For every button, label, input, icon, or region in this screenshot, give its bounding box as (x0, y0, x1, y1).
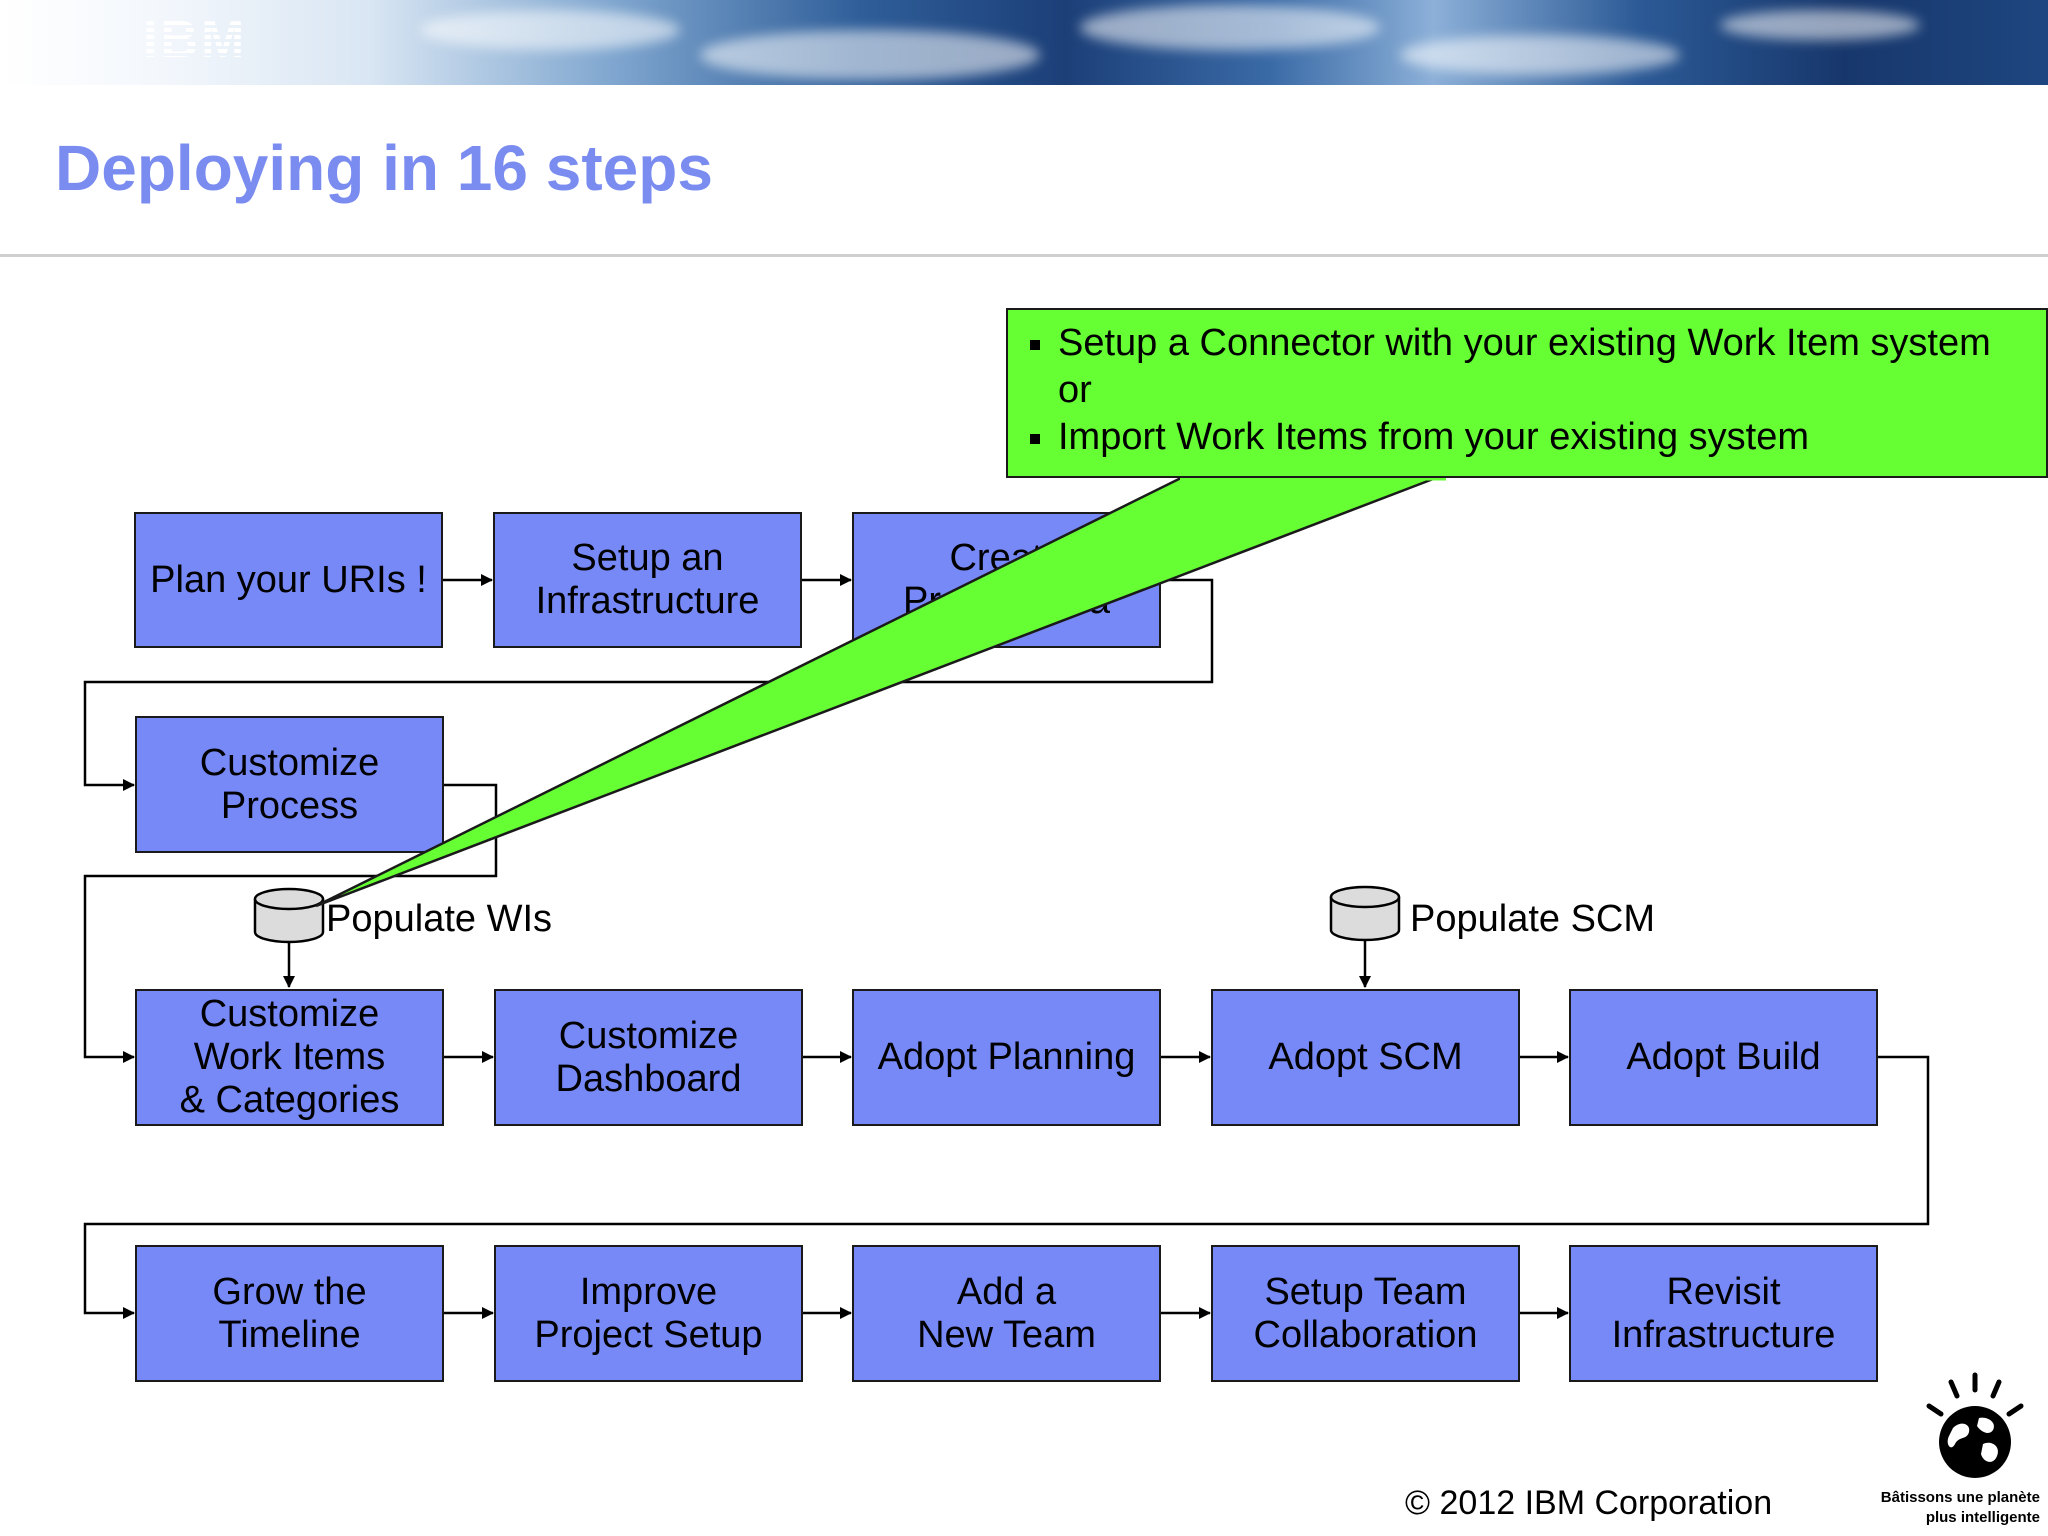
callout-box: Setup a Connector with your existing Wor… (1006, 308, 2048, 478)
step-adopt-planning: Adopt Planning (852, 989, 1161, 1126)
title-divider (0, 254, 2048, 257)
header-banner: IBM (0, 0, 2048, 85)
step-add-new-team: Add a New Team (852, 1245, 1161, 1382)
copyright: © 2012 IBM Corporation (1405, 1484, 1773, 1522)
callout-bullet-list: Setup a Connector with your existing Wor… (1028, 320, 2026, 461)
step-create-project-area: Create Project Area (852, 512, 1161, 648)
step-customize-dashboard: Customize Dashboard (494, 989, 803, 1126)
step-adopt-build: Adopt Build (1569, 989, 1878, 1126)
step-customize-process: Customize Process (135, 716, 444, 853)
globe-icon (1926, 1372, 2024, 1478)
step-customize-work-items: Customize Work Items & Categories (135, 989, 444, 1126)
database-icon-scm (1329, 885, 1401, 942)
callout-bullet: Import Work Items from your existing sys… (1028, 414, 2026, 461)
populate-scm-label: Populate SCM (1410, 898, 1656, 940)
callout-bullet: Setup a Connector with your existing Wor… (1028, 320, 2026, 414)
page-title: Deploying in 16 steps (55, 132, 713, 204)
step-plan-uris: Plan your URIs ! (134, 512, 443, 648)
tagline: Bâtissons une planète plus intelligente (1880, 1489, 2040, 1526)
step-improve-project-setup: Improve Project Setup (494, 1245, 803, 1382)
step-setup-team-collaboration: Setup Team Collaboration (1211, 1245, 1520, 1382)
database-icon-wis (253, 887, 325, 944)
step-grow-timeline: Grow the Timeline (135, 1245, 444, 1382)
step-revisit-infrastructure: Revisit Infrastructure (1569, 1245, 1878, 1382)
step-setup-infrastructure: Setup an Infrastructure (493, 512, 802, 648)
ibm-logo: IBM (143, 11, 248, 69)
step-adopt-scm: Adopt SCM (1211, 989, 1520, 1126)
populate-wis-label: Populate WIs (326, 898, 552, 940)
